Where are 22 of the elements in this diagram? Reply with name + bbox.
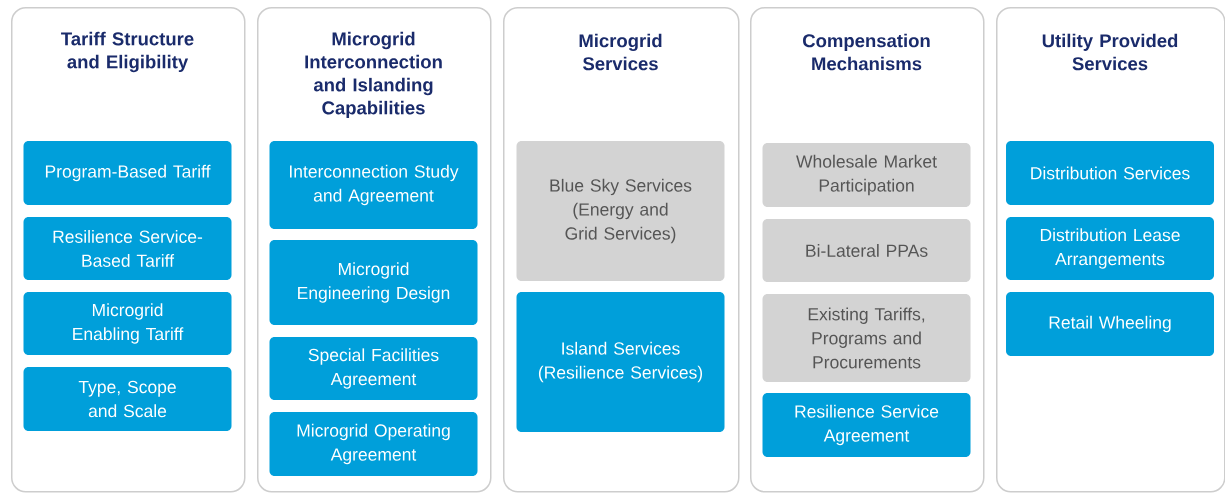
item-box: Distribution Services: [1006, 141, 1214, 205]
item-box: Microgrid Operating Agreement: [269, 412, 478, 476]
item-box: Interconnection Study and Agreement: [269, 141, 478, 229]
item-box: Island Services (Resilience Services): [516, 292, 725, 432]
item-box: Program-Based Tariff: [23, 141, 232, 205]
item-box: Blue Sky Services (Energy and Grid Services): [516, 141, 725, 281]
item-box: Distribution Lease Arrangements: [1006, 217, 1214, 280]
item-box: Wholesale Market Participation: [762, 143, 971, 207]
column-heading: Microgrid Interconnection and Islanding Capabilities: [305, 31, 442, 119]
item-box: Resilience Service Agreement: [762, 393, 971, 457]
item-box: Resilience Service-Based Tariff: [23, 217, 232, 280]
item-box: Type, Scope and Scale: [23, 367, 232, 431]
column-heading: Compensation Mechanisms: [803, 33, 930, 71]
column-heading: Tariff Structure and Eligibility: [61, 31, 194, 73]
item-box: Retail Wheeling: [1006, 292, 1214, 356]
item-box: Existing Tariffs, Programs and Procurements: [762, 294, 971, 382]
column-heading: Microgrid Services: [579, 33, 662, 71]
item-box: Bi-Lateral PPAs: [762, 219, 971, 282]
item-box: Microgrid Enabling Tariff: [23, 292, 232, 355]
column-heading: Utility Provided Services: [1042, 33, 1178, 71]
item-box: Microgrid Engineering Design: [269, 240, 478, 325]
item-box: Special Facilities Agreement: [269, 337, 478, 400]
